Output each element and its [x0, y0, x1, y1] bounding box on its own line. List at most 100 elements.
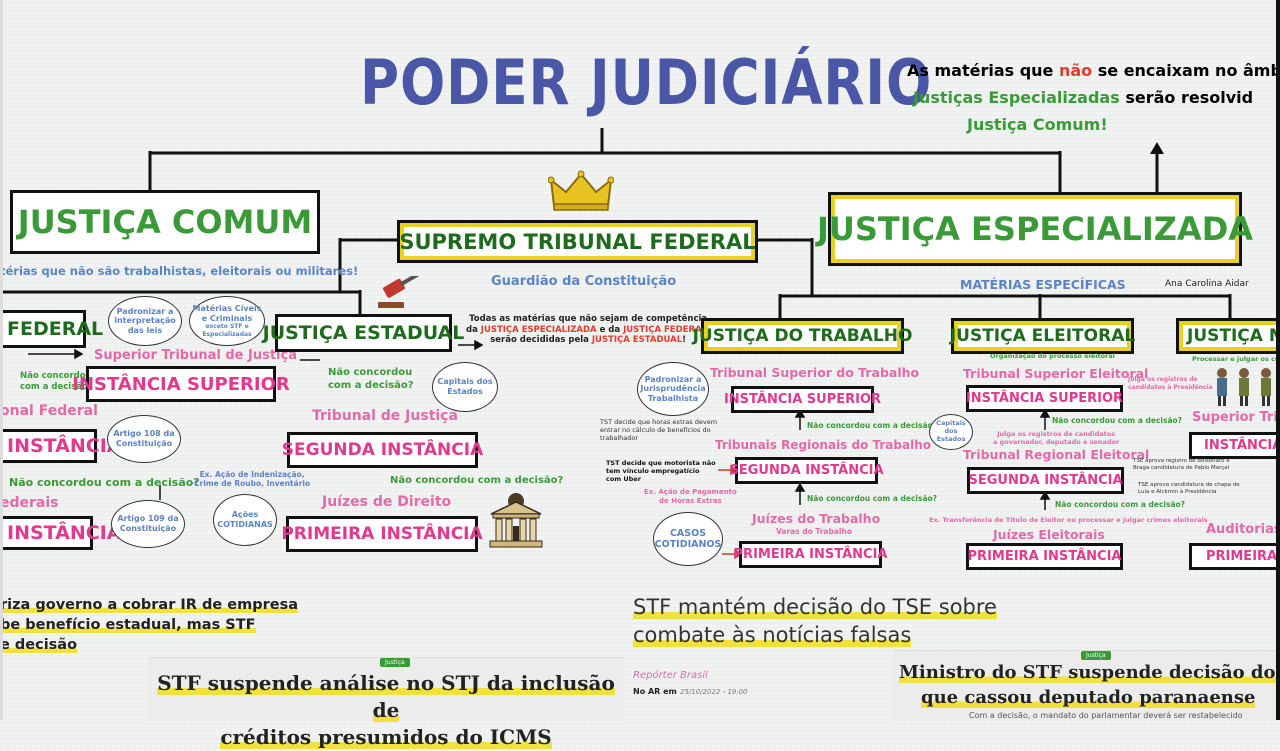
- bubble-text: Ações COTIDIANAS: [217, 510, 273, 529]
- federal-ask: Não concordou com a decisão?: [9, 476, 200, 489]
- eleitoral-ask-3: Não concordou com a decisão?: [1052, 416, 1183, 425]
- eleitoral-instancia-superior: INSTÂNCIA SUPERIOR: [966, 385, 1123, 412]
- stf-note-line: !: [682, 335, 687, 346]
- trabalho-court-juizes: Juízes do Trabalho: [752, 511, 881, 526]
- trabalho-segunda-label: SEGUNDA INSTÂNCIA: [729, 463, 884, 478]
- federal-instance-1-label: INSTÂNCIA: [7, 522, 122, 544]
- militar-note: Processar e julgar os crim: [1192, 355, 1280, 363]
- stj-instance-label: INSTÂNCIA SUPERIOR: [72, 373, 290, 395]
- stm-court-name: Superior Tribu: [1192, 410, 1280, 425]
- justica-militar-box: JUSTIÇA MI: [1176, 318, 1280, 354]
- eleitoral-primeira-label: PRIMEIRA INSTÂNCIA: [967, 549, 1122, 564]
- news-date: 25/10/2022 - 19:00: [680, 688, 748, 696]
- stf-note-emphasis: JUSTIÇA FEDERAL: [623, 324, 708, 335]
- tre-court-name: Tribunal Regional Eleitoral: [963, 447, 1150, 462]
- stf-note-line: e da: [596, 324, 624, 335]
- news-tag: Justiça: [380, 658, 410, 667]
- news-onair: No AR em: [633, 687, 677, 696]
- trabalho-primeira-instancia: PRIMEIRA INSTÂNCIA: [734, 541, 887, 568]
- clip-text: TST decide que motorista não tem vínculo…: [606, 459, 716, 484]
- clip-text: TST decide que horas extras devem entrar…: [600, 418, 718, 443]
- news-headline: STF suspende análise no STJ da inclusão …: [148, 670, 624, 751]
- militar-primeira-instancia: PRIMEIRA IN: [1189, 543, 1280, 570]
- news-headline-right: Ministro do STF suspende decisão do TS q…: [899, 660, 1280, 710]
- estadual-segunda-label: SEGUNDA INSTÂNCIA: [281, 440, 484, 460]
- trabalho-superior-label: INSTÂNCIA SUPERIOR: [723, 392, 882, 407]
- tse-clip-1: TSE aprova registro de Bolsonaro e Braga…: [1133, 458, 1243, 471]
- bubble-casos-cotidianos: CASOS COTIDIANOS: [653, 512, 723, 566]
- federal-ask-text: Não concordou: [20, 371, 92, 381]
- eleitoral-superior-label: INSTÂNCIA SUPERIOR: [965, 391, 1124, 406]
- stf-label: SUPREMO TRIBUNAL FEDERAL: [399, 229, 756, 254]
- justica-federal-label: FEDERAL: [7, 318, 104, 340]
- militar-primeira-label: PRIMEIRA IN: [1206, 549, 1280, 564]
- justica-eleitoral-box: JUSTIÇA ELEITORAL: [950, 318, 1135, 354]
- stf-note-line: Todas as matérias que não sejam de compe…: [469, 314, 708, 324]
- top-note-emphasis: não: [1058, 61, 1093, 80]
- federal-court-judges: ederais: [0, 495, 59, 511]
- news-summary-right: Com a decisão, o mandato do parlamentar …: [969, 711, 1243, 720]
- justica-trabalho-label: JUSTIÇA DO TRABALHO: [692, 326, 913, 346]
- eleitoral-segunda-label: SEGUNDA INSTÂNCIA: [968, 473, 1123, 488]
- bubble-text: CASOS COTIDIANOS: [654, 527, 722, 550]
- eleitoral-ask-2: Não concordou com a decisão?: [1055, 500, 1186, 509]
- justica-militar-label: JUSTIÇA MI: [1187, 326, 1280, 346]
- soldiers-icon: [1217, 368, 1271, 406]
- justica-especializada-box: JUSTIÇA ESPECIALIZADA: [817, 192, 1253, 266]
- trabalho-varas: Varas do Trabalho: [776, 527, 852, 536]
- tse-court-name: Tribunal Superior Eleitoral: [963, 366, 1149, 381]
- estadual-court-tj: Tribunal de Justiça: [312, 408, 458, 424]
- gavel-icon: [378, 276, 420, 308]
- top-note-text: serão resolvid: [1119, 88, 1254, 107]
- justica-comum-label: JUSTIÇA COMUM: [17, 203, 313, 241]
- top-note-text: As matérias que: [907, 61, 1059, 80]
- stf-note-line: serão decididas pela: [490, 335, 592, 346]
- justica-estadual-label: JUSTIÇA ESTADUAL: [262, 322, 465, 344]
- news-headline-line: Ministro do STF suspende decisão do TS: [899, 662, 1280, 683]
- estadual-court-juizes: Juízes de Direito: [322, 494, 452, 510]
- clip-text: TSE aprova registro de Bolsonaro e Braga…: [1133, 458, 1230, 471]
- clip-text: TSE aprova candidatura de chapa de Lula …: [1138, 482, 1240, 495]
- stj-court-name: Superior Tribunal de Justiça: [94, 348, 297, 363]
- news-left-line: be benefício estadual, mas STF: [0, 617, 256, 633]
- author-credit: Ana Carolina Aidar: [1165, 279, 1249, 289]
- bubble-art-109: Artigo 109 da Constituição: [111, 500, 185, 548]
- federal-ask-text: com a decisão?: [20, 381, 93, 392]
- stf-note-emphasis: JUSTIÇA ESPECIALIZADA: [480, 324, 597, 335]
- presid-text: candidatos à Presidência: [1128, 383, 1213, 391]
- example-text: Ex. Ação de Indenização,: [199, 470, 305, 479]
- estadual-ask-text: com a decisão?: [328, 379, 414, 391]
- top-note: As matérias que não se encaixam no âmbi …: [907, 57, 1280, 138]
- frame-edge-left: [0, 0, 3, 720]
- news-mid-line: combate às notícias falsas: [633, 623, 912, 647]
- page-title: PODER JUDICIÁRIO: [360, 46, 933, 119]
- bubble-text: Artigo 109 da Constituição: [117, 514, 179, 533]
- news-left-line: riza governo a cobrar IR de empresa: [0, 597, 299, 613]
- federal-instance-2-label: INSTÂNCIA: [7, 435, 122, 457]
- estadual-ask-2: Não concordou com a decisão?: [390, 475, 564, 486]
- news-mid-line: STF mantém decisão do TSE sobre: [633, 595, 997, 619]
- militar-auditorias: Auditorias: [1206, 522, 1280, 537]
- courthouse-icon: [489, 493, 543, 548]
- top-note-line3: Justiça Comum!: [967, 115, 1108, 134]
- trabalho-primeira-label: PRIMEIRA INSTÂNCIA: [733, 547, 888, 562]
- stf-subtitle: Guardião da Constituição: [491, 274, 677, 289]
- eleitoral-org: Organização do processo eleitoral: [990, 352, 1115, 360]
- tst-clip-1: TST decide que horas extras devem entrar…: [600, 418, 718, 442]
- tse-clip-2: TSE aprova candidatura de chapa de Lula …: [1138, 482, 1250, 495]
- estadual-primeira-instancia: PRIMEIRA INSTÂNCIA: [281, 516, 483, 552]
- stf-note-line: da: [466, 324, 481, 335]
- frame-edge: [1276, 0, 1280, 720]
- eleitoral-examples: Ex. Transferência de Título de Eleitor o…: [929, 516, 1208, 524]
- estadual-segunda-instancia: SEGUNDA INSTÂNCIA: [282, 432, 483, 468]
- federal-court-regional: onal Federal: [0, 403, 98, 419]
- example-text: Crime de Roubo, Inventário: [194, 479, 311, 489]
- news-mid: STF mantém decisão do TSE sobre combate …: [633, 593, 997, 649]
- top-note-highlight: Justiças Especializadas: [913, 88, 1120, 107]
- justica-comum-box: JUSTIÇA COMUM: [10, 190, 320, 254]
- bubble-text: Padronizar a Jurisprudência Trabalhista: [640, 374, 706, 403]
- bubble-art-108: Artigo 108 da Constituição: [107, 415, 181, 463]
